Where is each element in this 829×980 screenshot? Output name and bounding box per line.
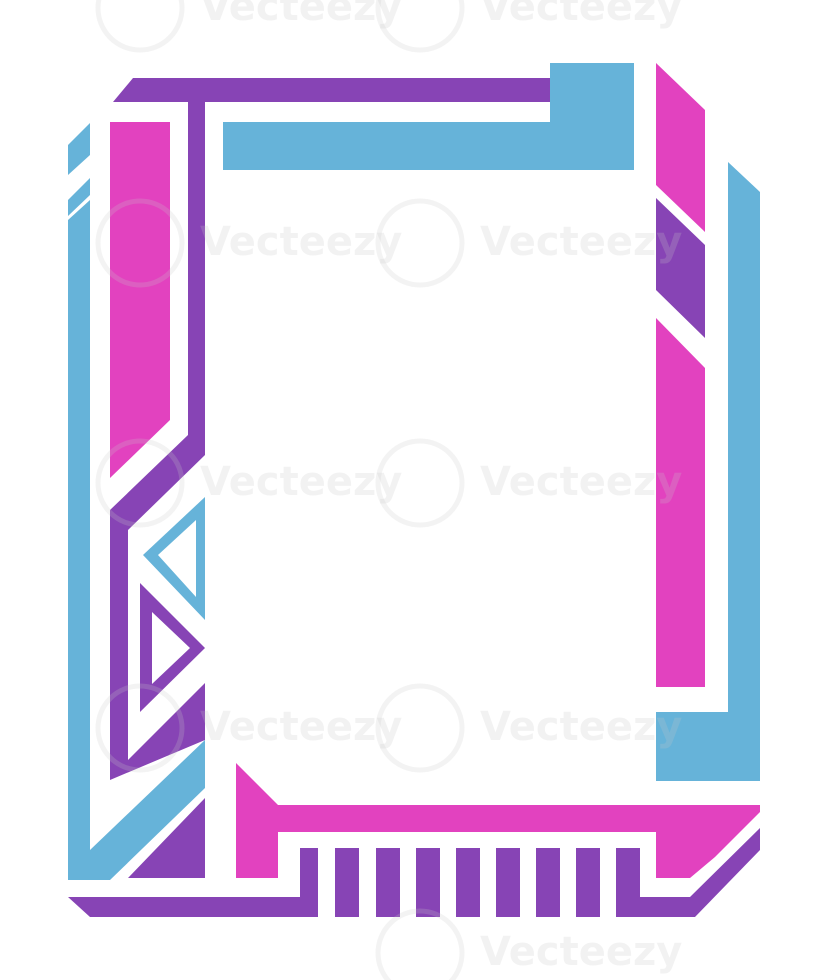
vecteezy-logo-icon (375, 683, 465, 773)
watermark-7: Vecteezy (95, 683, 402, 773)
vecteezy-logo-icon (375, 0, 465, 53)
watermark-6: Vecteezy (375, 438, 682, 528)
watermark-3: Vecteezy (95, 198, 402, 288)
watermark-2: Vecteezy (375, 0, 682, 53)
purple-stripe-6 (536, 848, 560, 917)
bottom-pink-bar (236, 763, 760, 878)
vecteezy-logo-icon (95, 198, 185, 288)
vecteezy-logo-icon (95, 438, 185, 528)
purple-stripe-4 (456, 848, 480, 917)
watermark-text: Vecteezy (200, 0, 402, 30)
watermark-4: Vecteezy (375, 198, 682, 288)
top-purple-bar (113, 78, 550, 102)
bottom-left-purple-corner (128, 798, 205, 878)
watermark-text: Vecteezy (200, 219, 402, 265)
left-blue-chevron-top (68, 123, 90, 175)
watermark-text: Vecteezy (480, 219, 682, 265)
vecteezy-logo-icon (95, 0, 185, 53)
watermark-text: Vecteezy (480, 704, 682, 750)
watermark-text: Vecteezy (480, 929, 682, 975)
bottom-purple-base (68, 848, 318, 917)
watermark-text: Vecteezy (200, 459, 402, 505)
watermark-1: Vecteezy (95, 0, 402, 53)
right-purple-block (656, 198, 705, 338)
vecteezy-logo-icon (95, 683, 185, 773)
blue-triangle-inner (158, 520, 196, 597)
purple-triangle-inner (152, 612, 190, 684)
vecteezy-logo-icon (375, 908, 465, 980)
vecteezy-logo-icon (375, 198, 465, 288)
watermark-text: Vecteezy (480, 459, 682, 505)
purple-stripe-2 (376, 848, 400, 917)
watermark-text: Vecteezy (480, 0, 682, 30)
watermark-text: Vecteezy (200, 704, 402, 750)
left-blue-rail (68, 200, 205, 880)
vecteezy-logo-icon (375, 438, 465, 528)
watermark-8: Vecteezy (375, 683, 682, 773)
right-pink-long (656, 318, 705, 687)
top-blue-bar (223, 63, 634, 170)
left-blue-chevron-mid (68, 178, 90, 216)
bottom-purple-right (616, 828, 760, 917)
left-pink-bar (110, 122, 170, 478)
watermark-5: Vecteezy (95, 438, 402, 528)
purple-stripe-5 (496, 848, 520, 917)
bottom-pink-right (656, 832, 715, 878)
purple-stripe-3 (416, 848, 440, 917)
left-purple-rail (110, 102, 205, 780)
right-pink-top (656, 63, 705, 232)
watermark-9: Vecteezy (375, 908, 682, 980)
purple-stripe-1 (335, 848, 359, 917)
bottom-purple-stripes (335, 848, 600, 917)
purple-stripe-7 (576, 848, 600, 917)
right-blue-rail (656, 162, 760, 781)
